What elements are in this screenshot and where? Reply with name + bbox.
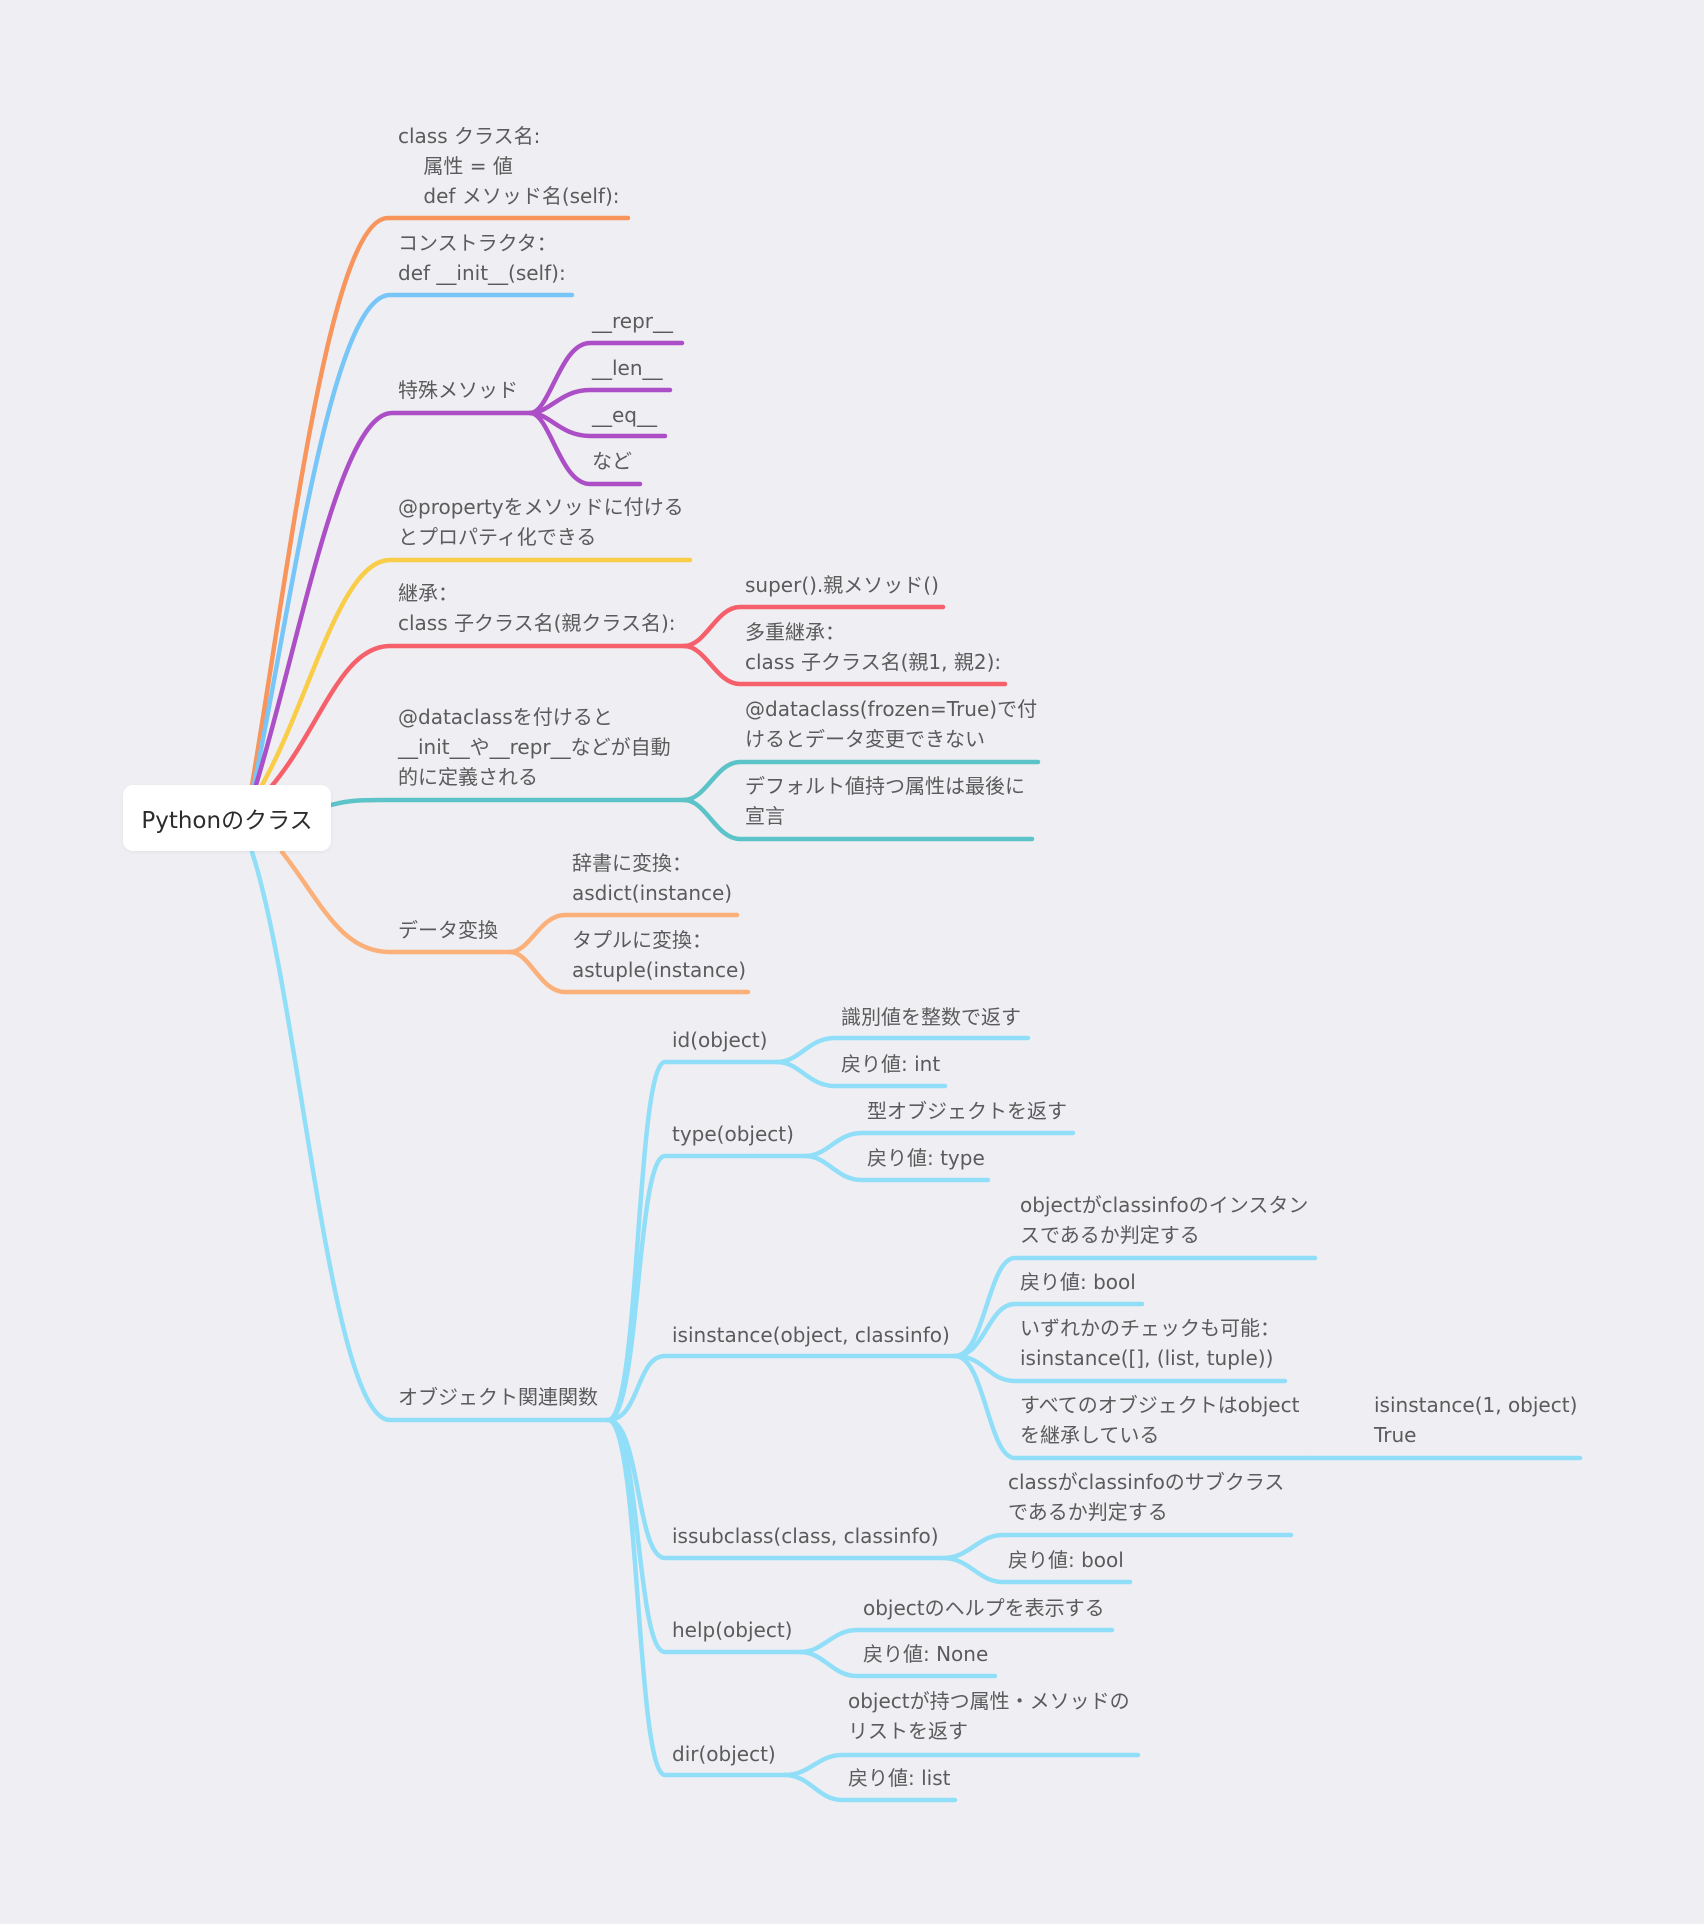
topic-special-methods[interactable]: 特殊メソッド xyxy=(398,378,518,402)
topic-inherit-super[interactable]: super().親メソッド() xyxy=(745,573,939,597)
topic-constructor[interactable]: コンストラクタ： def __init__(self): xyxy=(398,231,566,285)
link-class-def xyxy=(249,215,631,788)
topic-isinstance-object[interactable]: すべてのオブジェクトはobject を継承している xyxy=(1020,1393,1300,1447)
topic-issubclass-desc[interactable]: classがclassinfoのサブクラス であるか判定する xyxy=(1008,1470,1285,1524)
topic-issubclass[interactable]: issubclass(class, classinfo) xyxy=(672,1524,939,1548)
topic-issubclass-return[interactable]: 戻り値: bool xyxy=(1008,1548,1124,1572)
link-id xyxy=(605,1059,780,1423)
topic-type-desc[interactable]: 型オブジェクトを返す xyxy=(867,1099,1067,1123)
link-convert xyxy=(279,849,513,955)
topic-convert-dict[interactable]: 辞書に変換： asdict(instance) xyxy=(572,851,733,905)
topic-id-return[interactable]: 戻り値: int xyxy=(841,1052,941,1076)
link-issubclass-ret xyxy=(940,1555,1133,1585)
link-isinstance-object xyxy=(952,1353,1311,1461)
topic-special-len[interactable]: __len__ xyxy=(592,356,663,380)
link-isinstance xyxy=(605,1353,958,1423)
topic-help-desc[interactable]: objectのヘルプを表示する xyxy=(863,1596,1105,1620)
topic-property[interactable]: @propertyをメソッドに付ける とプロパティ化できる xyxy=(398,495,684,549)
link-inherit xyxy=(267,643,687,791)
topic-help[interactable]: help(object) xyxy=(672,1618,793,1642)
link-type-ret xyxy=(802,1153,991,1183)
topic-data-convert[interactable]: データ変換 xyxy=(398,918,498,942)
topic-dataclass-frozen[interactable]: @dataclass(frozen=True)で付 けるとデータ変更できない xyxy=(745,697,1038,751)
topic-isinstance-return[interactable]: 戻り値: bool xyxy=(1020,1270,1136,1294)
link-constructor xyxy=(251,292,575,788)
topic-isinstance[interactable]: isinstance(object, classinfo) xyxy=(672,1323,950,1347)
link-dataclass-frozen xyxy=(681,759,1041,803)
topic-dir-desc[interactable]: objectが持つ属性・メソッドの リストを返す xyxy=(848,1689,1130,1743)
topic-dataclass[interactable]: @dataclassを付けると __init__や__repr__などが自動 的… xyxy=(398,705,671,789)
topic-object-functions[interactable]: オブジェクト関連関数 xyxy=(398,1385,598,1409)
topic-type[interactable]: type(object) xyxy=(672,1122,794,1146)
topic-convert-tuple[interactable]: タプルに変換： astuple(instance) xyxy=(572,928,747,982)
link-inherit-multi xyxy=(681,643,1008,687)
link-convert-dict xyxy=(507,912,740,955)
topic-isinstance-desc[interactable]: objectがclassinfoのインスタン スであるか判定する xyxy=(1020,1193,1309,1247)
topic-dataclass-default[interactable]: デフォルト値持つ属性は最後に 宣言 xyxy=(745,774,1025,828)
root-topic[interactable]: Pythonのクラス xyxy=(123,785,331,851)
link-help-ret xyxy=(797,1649,998,1679)
topic-inherit[interactable]: 継承： class 子クラス名(親クラス名): xyxy=(398,581,676,635)
topic-type-return[interactable]: 戻り値: type xyxy=(867,1146,985,1170)
link-type xyxy=(605,1153,808,1423)
link-special-etc xyxy=(527,410,643,487)
link-special xyxy=(253,410,533,788)
topic-dir-return[interactable]: 戻り値: list xyxy=(848,1766,951,1790)
link-dir xyxy=(605,1417,788,1778)
topic-help-return[interactable]: 戻り値: None xyxy=(863,1642,989,1666)
topic-class-def[interactable]: class クラス名: 属性 = 値 def メソッド名(self): xyxy=(398,124,620,208)
topic-id[interactable]: id(object) xyxy=(672,1028,768,1052)
link-dir-ret xyxy=(782,1772,958,1803)
link-dataclass-default xyxy=(681,797,1035,842)
topic-isinstance-example[interactable]: isinstance(1, object) True xyxy=(1374,1393,1578,1447)
topic-special-eq[interactable]: __eq__ xyxy=(592,403,657,427)
link-objfunc xyxy=(249,849,611,1423)
topic-inherit-multi[interactable]: 多重継承： class 子クラス名(親1, 親2): xyxy=(745,620,1002,674)
topic-id-desc[interactable]: 識別値を整数で返す xyxy=(841,1005,1021,1029)
topic-special-etc[interactable]: など xyxy=(592,449,632,473)
link-inherit-super xyxy=(681,604,946,649)
link-dir-desc xyxy=(782,1752,1141,1778)
link-isinstance-ret xyxy=(952,1301,1145,1359)
link-convert-tuple xyxy=(507,949,751,995)
topic-isinstance-tuple[interactable]: いずれかのチェックも可能： isinstance([], (list, tupl… xyxy=(1020,1316,1280,1370)
link-property xyxy=(259,557,693,788)
link-id-ret xyxy=(774,1059,948,1089)
topic-special-repr[interactable]: __repr__ xyxy=(592,309,674,333)
link-dataclass xyxy=(328,797,687,808)
topic-dir[interactable]: dir(object) xyxy=(672,1742,776,1766)
